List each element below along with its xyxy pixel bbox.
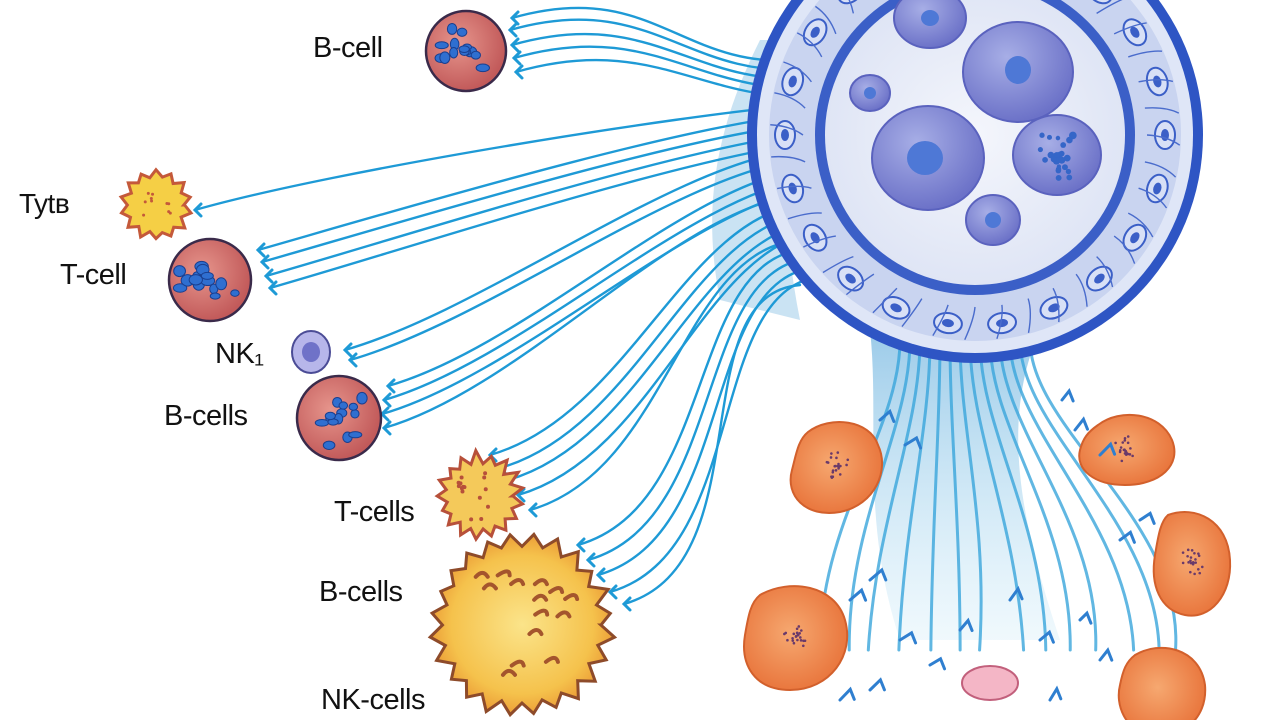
lumen-cell [962, 21, 1074, 123]
b-cell-top [424, 9, 508, 93]
label-nk-cells: NK-cells [321, 684, 425, 716]
vessel-lumen-cells [849, 0, 1102, 246]
red-blood-cell [961, 665, 1019, 701]
fibroblast [743, 585, 849, 692]
label-t-cells: T-cells [334, 496, 415, 528]
b-cells-middle [295, 374, 383, 462]
label-b-cell: B-cell [313, 32, 383, 64]
label-b-cells-1: B-cells [164, 400, 248, 432]
macrophage [427, 532, 618, 718]
t-cell [167, 237, 253, 323]
label-b-cells-2: B-cells [319, 576, 403, 608]
vessel-wall-fibers [770, 0, 1181, 341]
lumen-cell [1012, 114, 1102, 196]
lumen-cell [849, 74, 891, 112]
fibroblast [789, 421, 883, 514]
lumen-cell [871, 105, 985, 211]
fibroblast [1117, 646, 1207, 720]
vessel-wall-cells [774, 0, 1176, 335]
fibroblast [1078, 413, 1176, 487]
lumen-cell [965, 194, 1021, 246]
t-cells-lower [434, 446, 526, 543]
label-tytb: Tytв [19, 188, 70, 219]
tissue-cells [743, 413, 1232, 720]
label-t-cell: T-cell [60, 259, 127, 291]
tytb-cell [118, 167, 194, 241]
label-nk: NK₁ [215, 338, 264, 370]
lumen-cell [893, 0, 967, 49]
nk-cell [291, 330, 331, 374]
cytokine-fragments [838, 387, 1156, 702]
fibroblast [1152, 511, 1232, 617]
